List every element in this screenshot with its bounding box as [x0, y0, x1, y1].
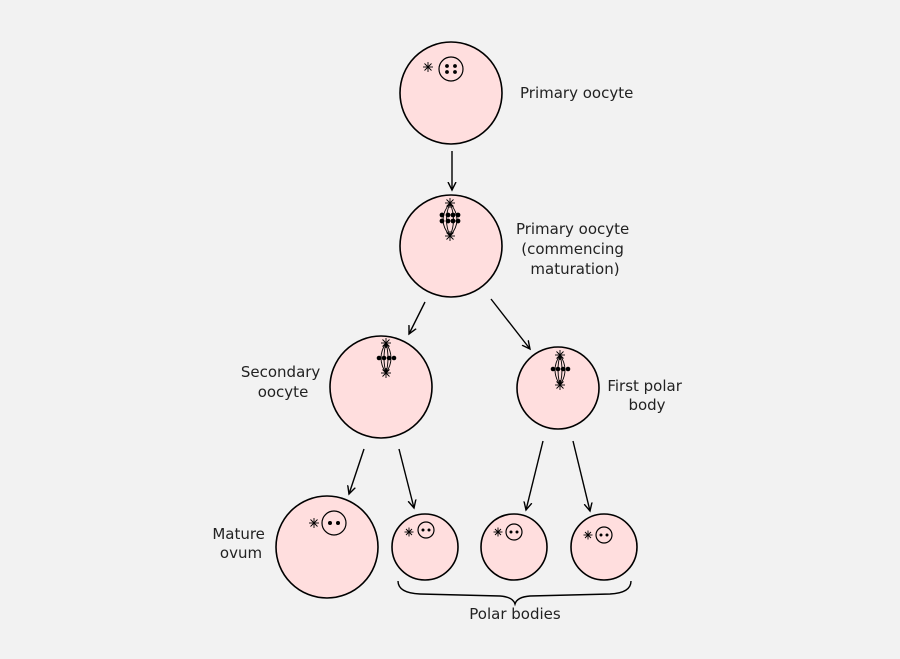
label-polar-bodies: Polar bodies	[469, 605, 561, 623]
primary-oocyte-cell	[399, 41, 503, 145]
label-mature-ovum: Mature ovum	[212, 525, 269, 562]
polar-body-3	[570, 513, 638, 581]
aster-bottom-icon	[445, 231, 455, 241]
aster-icon	[381, 368, 391, 378]
first-polar-body-cell	[516, 346, 600, 430]
arrow-to-first-polar-body	[490, 298, 530, 349]
maturing-oocyte-cell	[399, 194, 503, 298]
aster-icon	[404, 527, 414, 537]
ovum-nucleus	[321, 510, 347, 536]
aster-icon	[583, 530, 593, 540]
arrow-to-polar-body-3	[572, 440, 590, 511]
label-secondary-oocyte: Secondary oocyte	[241, 363, 325, 401]
label-primary-oocyte-commencing: Primary oocyte (commencing maturation)	[516, 220, 634, 278]
aster-icon	[555, 380, 565, 390]
aster-icon	[309, 518, 319, 528]
secondary-oocyte-cell	[329, 335, 433, 439]
primary-oocyte-nucleus	[438, 56, 464, 82]
aster-icon	[493, 527, 503, 537]
polar-body-1	[391, 513, 459, 581]
centrosome-aster-icon	[423, 62, 433, 72]
mature-ovum-cell	[275, 495, 379, 599]
polar-body-2	[480, 513, 548, 581]
arrow-to-secondary-oocyte	[409, 301, 426, 334]
aster-icon	[381, 338, 391, 348]
aster-icon	[555, 350, 565, 360]
arrow-to-mature-ovum	[349, 448, 365, 494]
arrow-to-polar-body-1	[398, 448, 414, 508]
arrow-to-polar-body-2	[526, 440, 544, 510]
label-primary-oocyte: Primary oocyte	[520, 84, 633, 102]
polar-bodies-brace	[397, 580, 632, 607]
label-first-polar-body: First polar body	[607, 377, 686, 414]
aster-top-icon	[445, 198, 455, 208]
